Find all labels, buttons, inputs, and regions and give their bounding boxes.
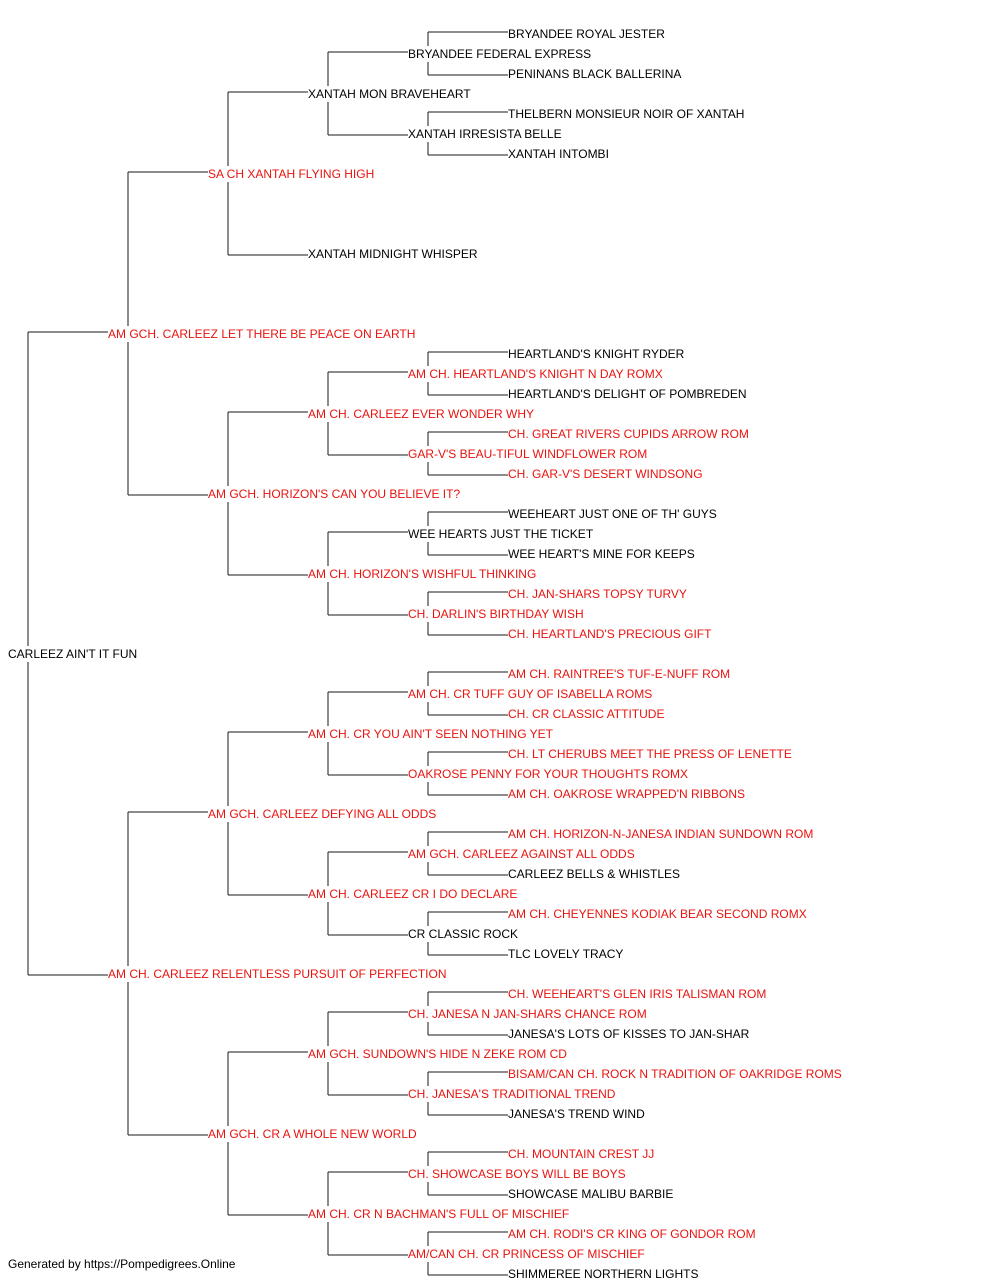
ancestor-dam-name: SHOWCASE MALIBU BARBIE <box>508 1187 676 1201</box>
ancestor-dam-name: AM GCH. HORIZON'S CAN YOU BELIEVE IT? <box>208 487 463 501</box>
ancestor-sire-name: CH. GREAT RIVERS CUPIDS ARROW ROM <box>508 427 751 441</box>
ancestor-dam-name: AM CH. OAKROSE WRAPPED'N RIBBONS <box>508 787 747 801</box>
ancestor-dam-name: OAKROSE PENNY FOR YOUR THOUGHTS ROMX <box>408 767 691 781</box>
ancestor-dam-name: XANTAH MIDNIGHT WHISPER <box>308 247 480 261</box>
ancestor-sire-name: WEEHEART JUST ONE OF TH' GUYS <box>508 507 719 521</box>
ancestor-sire-name: CH. JANESA N JAN-SHARS CHANCE ROM <box>408 1007 649 1021</box>
ancestor-sire-name: CH. JAN-SHARS TOPSY TURVY <box>508 587 689 601</box>
ancestor-sire-name: WEE HEARTS JUST THE TICKET <box>408 527 596 541</box>
ancestor-sire-name: XANTAH MON BRAVEHEART <box>308 87 473 101</box>
ancestor-dam-name: XANTAH INTOMBI <box>508 147 611 161</box>
ancestor-dam-name: CH. HEARTLAND'S PRECIOUS GIFT <box>508 627 714 641</box>
ancestor-dam-name: JANESA'S LOTS OF KISSES TO JAN-SHAR <box>508 1027 752 1041</box>
ancestor-sire-name: HEARTLAND'S KNIGHT RYDER <box>508 347 687 361</box>
ancestor-sire-name: AM CH. CHEYENNES KODIAK BEAR SECOND ROMX <box>508 907 809 921</box>
ancestor-dam-name: CH. DARLIN'S BIRTHDAY WISH <box>408 607 586 621</box>
ancestor-dam-name: AM CH. CARLEEZ RELENTLESS PURSUIT OF PER… <box>108 967 449 981</box>
ancestor-dam-name: AM GCH. CR A WHOLE NEW WORLD <box>208 1127 419 1141</box>
ancestor-sire-name: AM CH. RAINTREE'S TUF-E-NUFF ROM <box>508 667 733 681</box>
ancestor-sire-name: CH. WEEHEART'S GLEN IRIS TALISMAN ROM <box>508 987 769 1001</box>
ancestor-dam-name: HEARTLAND'S DELIGHT OF POMBREDEN <box>508 387 749 401</box>
ancestor-sire-name: CH. MOUNTAIN CREST JJ <box>508 1147 657 1161</box>
ancestor-sire-name: AM CH. HORIZON-N-JANESA INDIAN SUNDOWN R… <box>508 827 816 841</box>
ancestor-sire-name: AM CH. CR TUFF GUY OF ISABELLA ROMS <box>408 687 655 701</box>
ancestor-dam-name: JANESA'S TREND WIND <box>508 1107 647 1121</box>
ancestor-dam-name: PENINANS BLACK BALLERINA <box>508 67 684 81</box>
ancestor-dam-name: GAR-V'S BEAU-TIFUL WINDFLOWER ROM <box>408 447 650 461</box>
ancestor-sire-name: AM GCH. SUNDOWN'S HIDE N ZEKE ROM CD <box>308 1047 569 1061</box>
ancestor-sire-name: AM GCH. CARLEEZ AGAINST ALL ODDS <box>408 847 637 861</box>
ancestor-sire-name: AM GCH. CARLEEZ DEFYING ALL ODDS <box>208 807 439 821</box>
ancestor-sire-name: BRYANDEE FEDERAL EXPRESS <box>408 47 594 61</box>
ancestor-dam-name: CR CLASSIC ROCK <box>408 927 521 941</box>
ancestor-dam-name: CARLEEZ BELLS & WHISTLES <box>508 867 683 881</box>
ancestor-dam-name: CH. GAR-V'S DESERT WINDSONG <box>508 467 705 481</box>
ancestor-sire-name: AM CH. HEARTLAND'S KNIGHT N DAY ROMX <box>408 367 665 381</box>
ancestor-dam-name: AM CH. CARLEEZ CR I DO DECLARE <box>308 887 520 901</box>
ancestor-dam-name: TLC LOVELY TRACY <box>508 947 626 961</box>
ancestor-dam-name: CH. CR CLASSIC ATTITUDE <box>508 707 667 721</box>
ancestor-sire-name: CH. SHOWCASE BOYS WILL BE BOYS <box>408 1167 628 1181</box>
generated-by-footer: Generated by https://Pompedigrees.Online <box>8 1257 236 1271</box>
ancestor-dam-name: SHIMMEREE NORTHERN LIGHTS <box>508 1267 701 1281</box>
ancestor-dam-name: XANTAH IRRESISTA BELLE <box>408 127 564 141</box>
ancestor-dam-name: CH. JANESA'S TRADITIONAL TREND <box>408 1087 618 1101</box>
ancestor-sire-name: AM CH. CARLEEZ EVER WONDER WHY <box>308 407 537 421</box>
subject-dog-name: CARLEEZ AIN'T IT FUN <box>8 647 140 661</box>
ancestor-dam-name: AM/CAN CH. CR PRINCESS OF MISCHIEF <box>408 1247 647 1261</box>
ancestor-dam-name: AM CH. CR N BACHMAN'S FULL OF MISCHIEF <box>308 1207 572 1221</box>
ancestor-sire-name: BRYANDEE ROYAL JESTER <box>508 27 667 41</box>
ancestor-sire-name: AM GCH. CARLEEZ LET THERE BE PEACE ON EA… <box>108 327 418 341</box>
ancestor-sire-name: AM CH. CR YOU AIN'T SEEN NOTHING YET <box>308 727 555 741</box>
ancestor-dam-name: AM CH. HORIZON'S WISHFUL THINKING <box>308 567 539 581</box>
ancestor-sire-name: THELBERN MONSIEUR NOIR OF XANTAH <box>508 107 747 121</box>
ancestor-dam-name: WEE HEART'S MINE FOR KEEPS <box>508 547 697 561</box>
ancestor-sire-name: CH. LT CHERUBS MEET THE PRESS OF LENETTE <box>508 747 794 761</box>
ancestor-sire-name: SA CH XANTAH FLYING HIGH <box>208 167 377 181</box>
ancestor-sire-name: BISAM/CAN CH. ROCK N TRADITION OF OAKRID… <box>508 1067 844 1081</box>
ancestor-sire-name: AM CH. RODI'S CR KING OF GONDOR ROM <box>508 1227 758 1241</box>
